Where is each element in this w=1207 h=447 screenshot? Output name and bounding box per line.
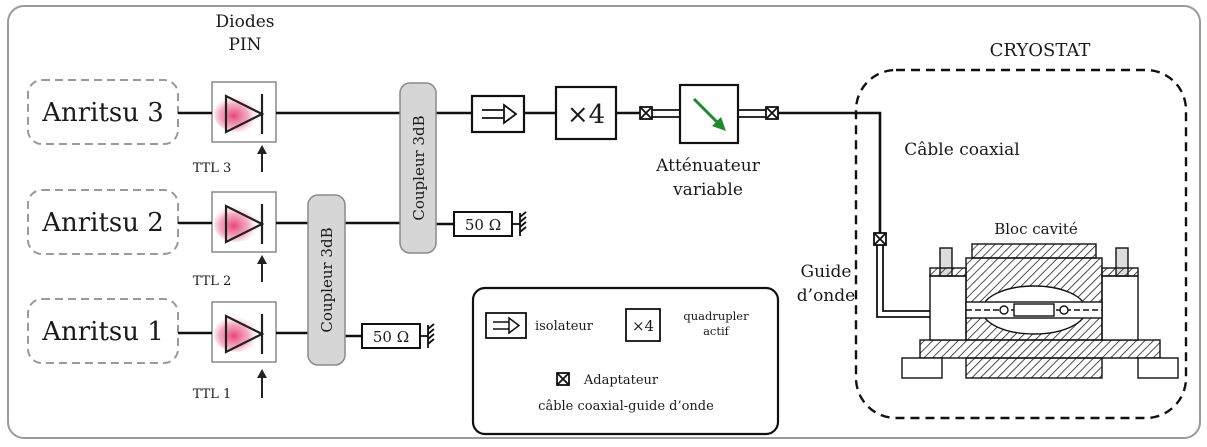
- attenuator-label-line2: variable: [672, 180, 743, 200]
- adapter-icon: [639, 106, 653, 120]
- ttl-2-label: TTL 2: [193, 274, 232, 289]
- waveguide-label-line1: Guide: [801, 262, 852, 282]
- attenuator-label-line1: Atténuateur: [655, 156, 761, 176]
- ttl-1-label: TTL 1: [193, 387, 232, 402]
- source-label: Anritsu 3: [41, 98, 164, 128]
- source-anritsu-2: Anritsu 2: [27, 189, 179, 255]
- cavity-label: Bloc cavité: [994, 220, 1078, 238]
- legend-adapter-label-line1: Adaptateur: [583, 373, 659, 388]
- adapter-icon: [873, 232, 887, 246]
- diodes-title-line1: Diodes: [216, 12, 275, 32]
- pin-diode-2: [211, 191, 277, 253]
- load-upper: 50 Ω: [453, 211, 527, 237]
- pin-diode-3: [211, 81, 277, 143]
- load-lower: 50 Ω: [361, 323, 435, 349]
- legend-isolator-icon: [485, 312, 527, 339]
- signal-lines: [178, 111, 472, 338]
- source-anritsu-1: Anritsu 1: [27, 298, 179, 364]
- cryostat-title: CRYOSTAT: [990, 40, 1091, 61]
- source-label: Anritsu 1: [41, 317, 164, 347]
- ttl-3-label: TTL 3: [193, 161, 232, 176]
- quadrupler: ×4: [554, 85, 618, 141]
- coupler-lower-label: Coupleur 3dB: [318, 227, 336, 332]
- coax-label: Câble coaxial: [904, 140, 1019, 160]
- cryostat: [854, 68, 1188, 420]
- legend-adapter-label-line2: câble coaxial-guide d’onde: [538, 399, 714, 414]
- outer-frame: [7, 5, 1201, 439]
- isolator: [470, 94, 526, 134]
- legend-adapter-icon: [556, 372, 570, 386]
- cavity-block: [901, 243, 1179, 379]
- legend-isolator-label: isolateur: [535, 319, 594, 334]
- diodes-title-line2: PIN: [228, 35, 261, 55]
- source-anritsu-3: Anritsu 3: [27, 79, 179, 145]
- waveguide-label-line2: d’onde: [797, 286, 855, 306]
- coupler-lower: Coupleur 3dB: [307, 194, 346, 366]
- legend-quad-label-line1: quadrupler: [683, 309, 749, 323]
- pin-diode-1: [211, 301, 277, 363]
- legend-quad-icon: [625, 308, 661, 342]
- load-upper-label: 50 Ω: [465, 216, 501, 234]
- legend-quad-label-line2: actif: [703, 324, 730, 338]
- coax-cable: [778, 111, 882, 233]
- coupler-upper-label: Coupleur 3dB: [410, 115, 428, 220]
- adapter-icon: [765, 106, 779, 120]
- quadrupler-label: ×4: [567, 100, 605, 130]
- load-lower-label: 50 Ω: [373, 328, 409, 346]
- source-label: Anritsu 2: [41, 208, 164, 238]
- attenuator: [678, 83, 740, 145]
- coupler-upper: Coupleur 3dB: [399, 82, 437, 254]
- legend-quad-symbol: ×4: [632, 317, 654, 335]
- legend: isolateur ×4 quadrupler actif Adaptateur…: [471, 286, 780, 436]
